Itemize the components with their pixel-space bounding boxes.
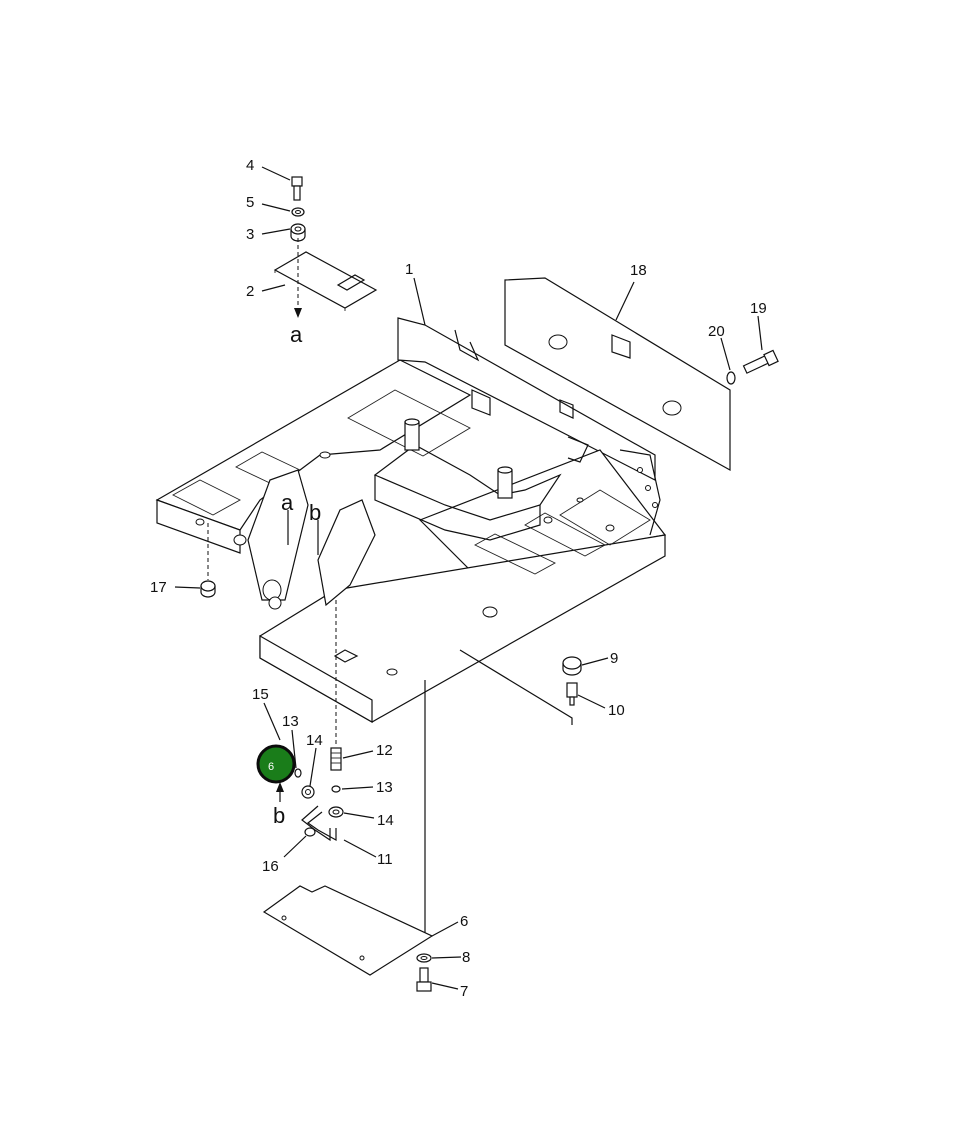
mount-part-17[interactable] [200, 580, 216, 598]
detail-ref-a-frame: a [281, 490, 294, 515]
callout-19[interactable]: 19 [750, 300, 767, 317]
callout-7[interactable]: 7 [460, 983, 468, 1000]
callout-1[interactable]: 1 [405, 261, 413, 278]
bolt-part-19[interactable] [742, 349, 779, 374]
washer-part-5[interactable] [291, 207, 305, 217]
detail-ref-labels: a a b b [273, 322, 321, 828]
washer-part-16[interactable] [304, 827, 316, 837]
detail-ref-b-bottom: b [273, 803, 285, 828]
washer-part-20[interactable] [726, 371, 736, 385]
callout-13-right[interactable]: 13 [376, 779, 393, 796]
callout-16[interactable]: 16 [262, 858, 279, 875]
callout-labels: 4 5 3 2 1 18 19 20 17 9 10 15 13 14 12 1… [150, 157, 767, 1000]
arrow-up-b [276, 782, 284, 792]
callout-8[interactable]: 8 [462, 949, 470, 966]
leader-10-frame [459, 649, 573, 725]
hotspot-marker[interactable]: 6 [256, 744, 296, 784]
callout-17[interactable]: 17 [150, 579, 167, 596]
plate-part-2[interactable] [273, 251, 378, 311]
bolt-part-4[interactable] [291, 176, 303, 201]
callout-6[interactable]: 6 [460, 913, 468, 930]
callout-13-left[interactable]: 13 [282, 713, 299, 730]
callout-4[interactable]: 4 [246, 157, 254, 174]
callout-15[interactable]: 15 [252, 686, 269, 703]
oring-part-13a[interactable] [294, 768, 302, 778]
washer-part-8[interactable] [416, 953, 432, 963]
cover-plate-part-18[interactable] [504, 277, 731, 472]
under-cover-part-6[interactable] [262, 885, 434, 976]
detail-ref-a-top: a [290, 322, 303, 347]
oring-part-13b[interactable] [331, 785, 341, 793]
callout-10[interactable]: 10 [608, 702, 625, 719]
leader-lines [174, 166, 763, 990]
nut-part-14a[interactable] [301, 785, 315, 799]
callout-14-right[interactable]: 14 [377, 812, 394, 829]
arrow-down-a [294, 308, 302, 318]
fitting-part-10[interactable] [566, 682, 578, 706]
callout-18[interactable]: 18 [630, 262, 647, 279]
frame-part-1[interactable] [155, 317, 667, 724]
callout-12[interactable]: 12 [376, 742, 393, 759]
cap-part-9[interactable] [562, 656, 582, 676]
hotspot-label: 6 [268, 761, 274, 773]
callout-14-left[interactable]: 14 [306, 732, 323, 749]
fitting-part-12[interactable] [330, 747, 342, 771]
callout-2[interactable]: 2 [246, 283, 254, 300]
detail-ref-b-frame: b [309, 500, 321, 525]
callout-9[interactable]: 9 [610, 650, 618, 667]
bolt-part-7[interactable] [416, 967, 432, 992]
callout-5[interactable]: 5 [246, 194, 254, 211]
callout-20[interactable]: 20 [708, 323, 725, 340]
callout-11[interactable]: 11 [377, 851, 393, 868]
callout-3[interactable]: 3 [246, 226, 254, 243]
nut-part-14b[interactable] [328, 806, 344, 818]
